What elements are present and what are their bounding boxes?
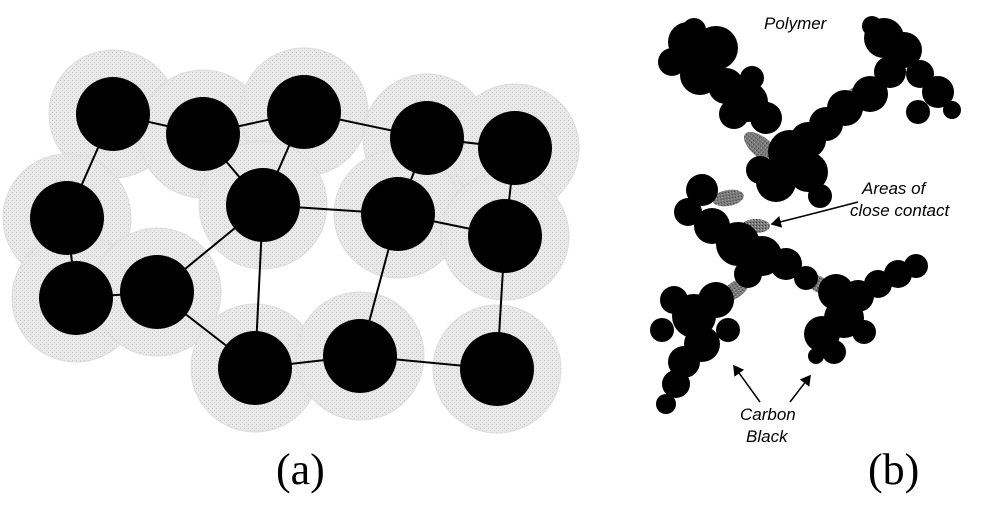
- carbon-arrow-left: [733, 364, 761, 403]
- carbon-arrow-right: [789, 374, 811, 403]
- aggregate-upper-right: [790, 16, 961, 158]
- aggregate-lower-left: [650, 282, 740, 414]
- carbon-particles: [30, 75, 552, 406]
- carbon-particle: [478, 111, 552, 185]
- label-areas-of-contact-line2: close contact: [850, 201, 950, 220]
- carbon-particle: [39, 261, 113, 335]
- caption-a: (a): [276, 445, 325, 494]
- carbon-particle: [30, 181, 104, 255]
- label-carbon-line2: Black: [746, 427, 789, 446]
- carbon-particle: [267, 75, 341, 149]
- label-areas-of-contact-line1: Areas of: [861, 179, 928, 198]
- aggregate-lower-right: [804, 254, 928, 364]
- label-polymer: Polymer: [764, 14, 828, 33]
- aggregate-center: [674, 130, 832, 290]
- carbon-particle: [323, 319, 397, 393]
- carbon-particle: [166, 97, 240, 171]
- carbon-particle: [460, 332, 534, 406]
- carbon-particle: [361, 177, 435, 251]
- particle-network-panel: [2, 47, 580, 434]
- carbon-particle: [120, 255, 194, 329]
- carbon-black-aggregate-panel: Polymer Areas of close contact Carbon Bl…: [650, 14, 961, 446]
- carbon-particle: [226, 168, 300, 242]
- carbon-particle: [390, 101, 464, 175]
- caption-b: (b): [868, 445, 920, 494]
- contact-arrow: [770, 201, 859, 228]
- carbon-particle: [468, 199, 542, 273]
- carbon-particle: [76, 77, 150, 151]
- aggregate-upper-left: [658, 18, 782, 134]
- carbon-particle: [218, 331, 292, 405]
- label-carbon-line1: Carbon: [740, 405, 796, 424]
